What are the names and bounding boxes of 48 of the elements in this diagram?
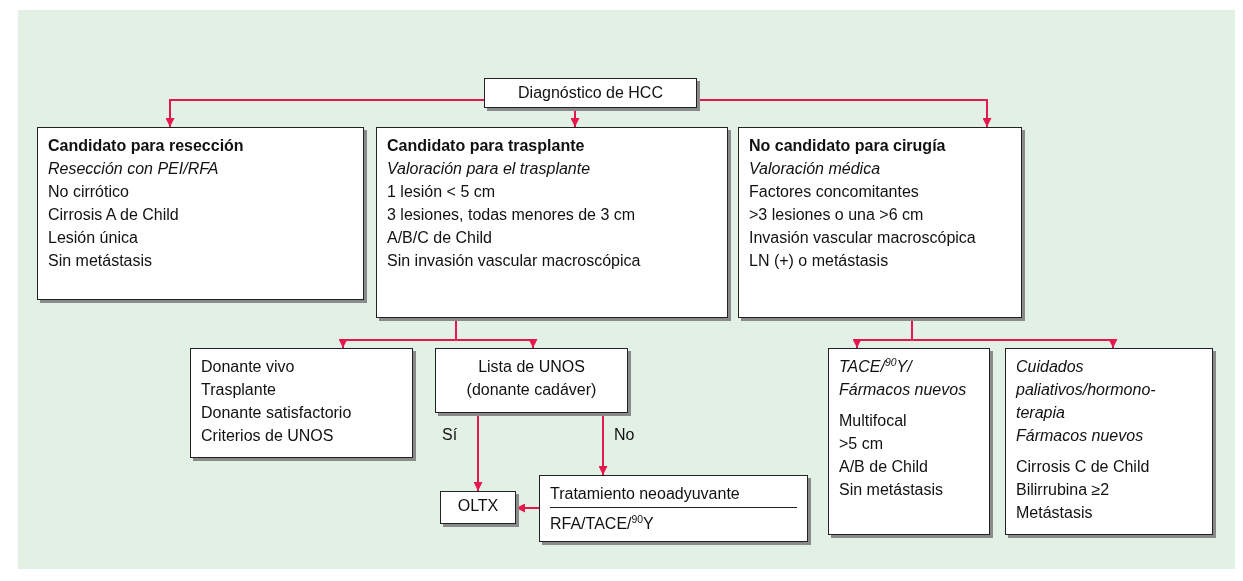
flowchart-box <box>1005 348 1213 535</box>
box-text: Diagnóstico de HCC <box>517 83 664 103</box>
box-text: Resección con PEI/RFA <box>48 159 220 179</box>
box-text: >5 cm <box>839 434 884 454</box>
box-text: 3 lesiones, todas menores de 3 cm <box>387 205 637 225</box>
box-text: LN (+) o metástasis <box>749 251 890 271</box>
flowchart-box <box>190 348 413 458</box>
box-text: 1 lesión < 5 cm <box>387 182 497 202</box>
box-text: Sin metástasis <box>48 251 154 271</box>
arrow <box>165 99 485 128</box>
box-text: Fármacos nuevos <box>1016 426 1145 446</box>
box-text: Sin metástasis <box>839 480 945 500</box>
box-text: Candidato para trasplante <box>387 136 586 156</box>
box-text: Factores concomitantes <box>749 182 920 202</box>
box-text: Cirrosis C de Child <box>1016 457 1151 477</box>
box-text: Sin invasión vascular macroscópica <box>387 251 642 271</box>
box-text: RFA/TACE/$^{90}$Y <box>550 512 655 534</box>
box-text: No cirrótico <box>48 182 130 202</box>
flowchart-box <box>738 127 1022 318</box>
box-text: A/B de Child <box>839 457 929 477</box>
box-text: Bilirrubina ≥2 <box>1016 480 1111 500</box>
flowchart-box <box>539 475 808 542</box>
flowchart-box <box>376 127 728 318</box>
flowchart-box <box>828 348 990 535</box>
box-text: Metástasis <box>1016 503 1094 523</box>
box-text: Multifocal <box>839 411 908 431</box>
flowchart-box <box>440 491 516 524</box>
box-text: No candidato para cirugía <box>749 136 947 156</box>
box-text: Candidato para resección <box>48 136 245 156</box>
box-text: Valoración médica <box>749 159 882 179</box>
box-text: Criterios de UNOS <box>201 426 335 446</box>
box-text: Invasión vascular macroscópica <box>749 228 977 248</box>
box-text: Lesión única <box>48 228 139 248</box>
box-text: Donante vivo <box>201 357 296 377</box>
box-text: Trasplante <box>201 380 277 400</box>
box-text: Cirrosis A de Child <box>48 205 180 225</box>
box-text: >3 lesiones o una >6 cm <box>749 205 925 225</box>
flowchart-box <box>37 127 364 300</box>
box-text: TACE/$^{90}$Y/ Fármacos nuevos <box>839 355 968 400</box>
flowchart-box <box>435 348 628 413</box>
box-text: Valoración para el trasplante <box>387 159 592 179</box>
box-text: OLTX <box>456 496 500 516</box>
box-text: Cuidados paliativos/hormono- terapia <box>1016 357 1157 423</box>
flowchart-box <box>484 78 697 108</box>
box-text: Donante satisfactorio <box>201 403 353 423</box>
box-text: Tratamiento neoadyuvante <box>550 482 797 508</box>
box-text: A/B/C de Child <box>387 228 493 248</box>
box-text: Lista de UNOS (donante cadáver) <box>465 357 598 400</box>
